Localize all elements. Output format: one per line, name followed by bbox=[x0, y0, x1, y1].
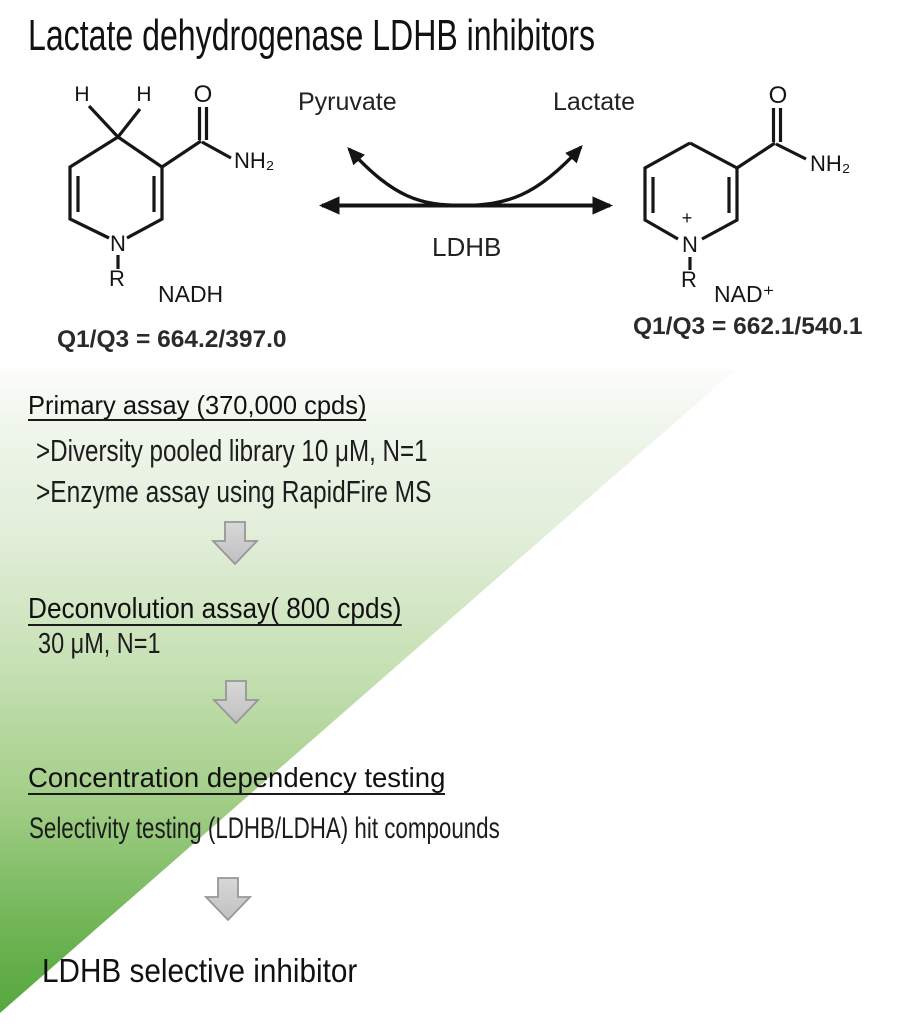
nad-n-label: N bbox=[682, 232, 698, 257]
nad-nh2-bond bbox=[775, 142, 807, 161]
nad-qq: Q1/Q3 = 662.1/540.1 bbox=[633, 313, 863, 340]
nad-r-label: R bbox=[681, 267, 697, 292]
nad-structure bbox=[643, 108, 807, 270]
nad-name: NAD⁺ bbox=[714, 281, 775, 307]
nadh-h2-bond bbox=[116, 108, 142, 138]
nadh-qq: Q1/Q3 = 664.2/397.0 bbox=[57, 326, 287, 353]
flow-arrow-1 bbox=[211, 521, 259, 566]
enzyme-label: LDHB bbox=[432, 232, 502, 262]
flow-step1-line1: >Diversity pooled library 10 μM, N=1 bbox=[36, 433, 428, 468]
nad-plus-charge: + bbox=[682, 208, 693, 228]
reaction-scheme: H H O NH₂ N R O NH₂ + N R bbox=[68, 81, 850, 292]
curve-to-pyruvate bbox=[347, 147, 465, 208]
figure-title: Lactate dehydrogenase LDHB inhibitors bbox=[28, 11, 596, 60]
curve-to-lactate bbox=[459, 145, 583, 208]
nadh-ring bbox=[68, 135, 164, 240]
flow-arrow-3 bbox=[204, 877, 252, 922]
nad-nh2-label: NH₂ bbox=[810, 151, 850, 176]
lactate-label: Lactate bbox=[553, 88, 636, 116]
nadh-nh2-bond bbox=[201, 140, 232, 160]
flow-step2-line1: 30 μM, N=1 bbox=[38, 628, 161, 660]
flow-step3-line1: Selectivity testing (LDHB/LDHA) hit comp… bbox=[29, 812, 500, 845]
nadh-nh2-label: NH₂ bbox=[234, 148, 274, 173]
flow-step2-title: Deconvolution assay( 800 cpds) bbox=[28, 593, 402, 627]
nadh-h1-label: H bbox=[74, 83, 89, 106]
nad-ring bbox=[643, 141, 739, 241]
nadh-h2-label: H bbox=[136, 83, 151, 106]
nadh-name: NADH bbox=[158, 281, 224, 307]
nad-o-label: O bbox=[769, 82, 788, 109]
flow-step3-title: Concentration dependency testing bbox=[28, 762, 446, 795]
flow-step1-line2: >Enzyme assay using RapidFire MS bbox=[36, 474, 432, 509]
nad-amide-bond bbox=[736, 141, 776, 170]
nadh-structure bbox=[68, 104, 232, 269]
nadh-r-label: R bbox=[109, 266, 125, 291]
flow-step1-title: Primary assay (370,000 cpds) bbox=[28, 390, 367, 422]
pyruvate-label: Pyruvate bbox=[298, 88, 397, 116]
flow-result: LDHB selective inhibitor bbox=[42, 952, 358, 989]
reaction-arrows bbox=[318, 145, 614, 215]
nadh-n-label: N bbox=[110, 231, 126, 256]
nadh-h1-bond bbox=[87, 104, 120, 139]
nadh-o-label: O bbox=[194, 81, 213, 108]
nadh-amide-bond bbox=[161, 139, 202, 169]
flow-arrow-2 bbox=[212, 680, 260, 725]
